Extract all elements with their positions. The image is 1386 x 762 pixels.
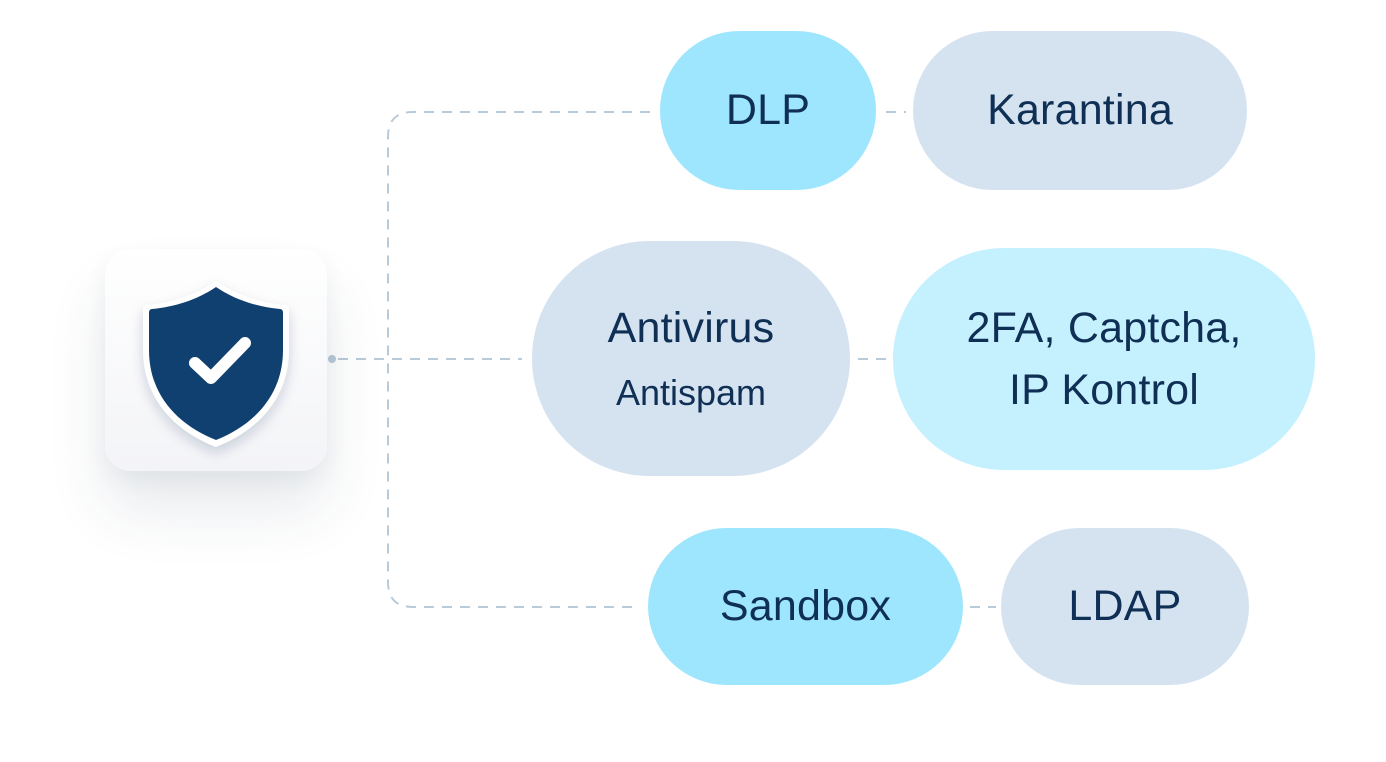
shield-check-icon — [143, 281, 289, 447]
connector-dot — [328, 355, 336, 363]
node-2fa-captcha-ip[interactable]: 2FA, Captcha, IP Kontrol — [893, 248, 1315, 470]
node-2fa-line2: IP Kontrol — [1008, 366, 1200, 414]
node-dlp-label: DLP — [725, 85, 811, 134]
node-antivirus-sublabel: Antispam — [615, 372, 767, 414]
node-dlp[interactable]: DLP — [660, 31, 876, 190]
check-mark — [189, 337, 251, 384]
node-antivirus[interactable]: Antivirus Antispam — [532, 241, 850, 476]
node-karantina-label: Karantina — [987, 85, 1173, 134]
node-ldap[interactable]: LDAP — [1001, 528, 1249, 685]
node-karantina[interactable]: Karantina — [913, 31, 1247, 190]
node-2fa-line1: 2FA, Captcha, — [966, 304, 1242, 352]
node-sandbox-label: Sandbox — [719, 581, 892, 630]
shield-card[interactable] — [105, 249, 327, 471]
node-antivirus-label: Antivirus — [607, 303, 775, 352]
shield-body — [149, 287, 283, 440]
node-sandbox[interactable]: Sandbox — [648, 528, 963, 685]
node-ldap-label: LDAP — [1068, 581, 1182, 630]
